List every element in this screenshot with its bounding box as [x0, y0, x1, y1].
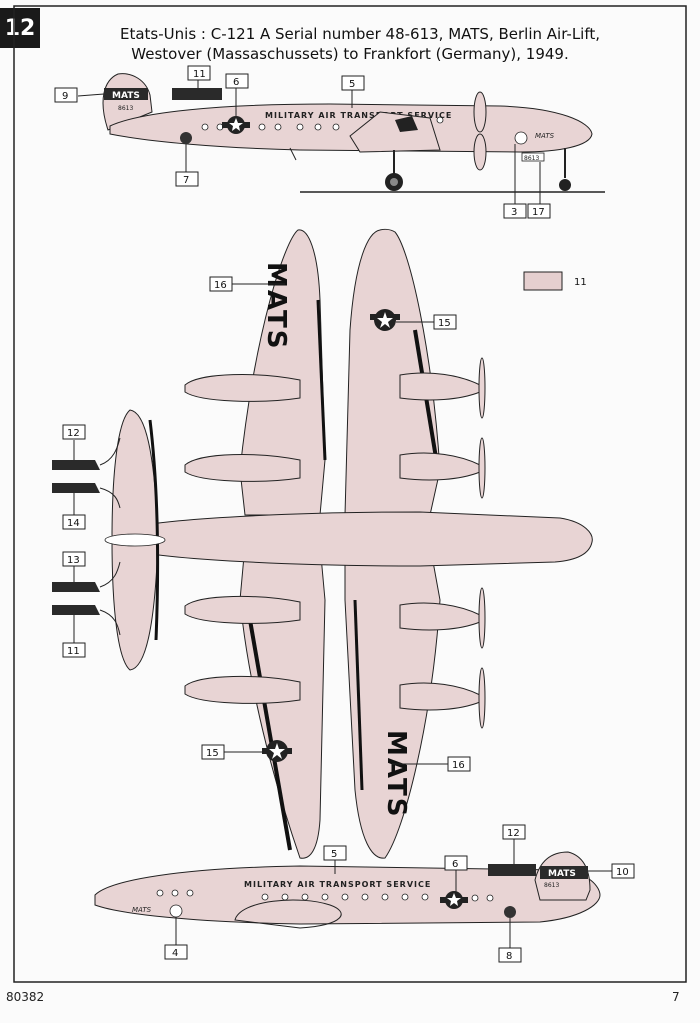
mats-emblem-icon	[504, 906, 516, 918]
wing-root-outline	[234, 899, 342, 929]
star-insignia	[222, 116, 250, 134]
fuselage-lettering: MILITARY AIR TRANSPORT SERVICE	[244, 880, 431, 889]
callout-6b: 6	[444, 855, 468, 892]
callout-11: 11	[187, 65, 211, 88]
svg-text:5: 5	[349, 79, 355, 90]
callout-13: 13	[62, 551, 121, 588]
tail-mats-text: MATS	[112, 91, 140, 101]
svg-text:6: 6	[452, 859, 458, 870]
wing-mats-lower: MATS	[381, 730, 411, 818]
svg-text:8: 8	[506, 951, 512, 962]
lower-wing-top	[344, 228, 441, 516]
product-code: 80382	[6, 990, 45, 1004]
mats-emblem-icon	[180, 132, 192, 144]
svg-text:17: 17	[532, 207, 545, 218]
callout-15: 15	[396, 314, 457, 330]
svg-text:4: 4	[172, 948, 178, 959]
page-frame	[13, 5, 687, 983]
decal-title: Etats-Unis : C-121 A Serial number 48-61…	[120, 24, 601, 64]
nose-mats-text: MATS	[132, 906, 152, 914]
engine-nacelles	[184, 372, 481, 711]
callout-5: 5	[341, 75, 365, 108]
callout-11b: 11	[62, 609, 121, 658]
star-insignia	[370, 309, 400, 331]
tail-stripe	[104, 88, 148, 100]
color-swatch-11	[523, 271, 563, 291]
step-number-badge: 12	[0, 8, 40, 48]
title-line-2: Westover (Massaschussets) to Frankfort (…	[131, 45, 569, 63]
cabin-windows	[156, 889, 494, 902]
stripe-13	[52, 582, 100, 592]
tail-serial-text: 8613	[544, 882, 559, 889]
callout-3: 3	[503, 144, 527, 219]
svg-text:5: 5	[331, 849, 337, 860]
callout-17: 17	[527, 162, 551, 219]
star-insignia	[262, 740, 292, 762]
mats-emblem-icon	[514, 131, 528, 145]
svg-text:3: 3	[511, 207, 517, 218]
callout-8: 8	[498, 918, 522, 963]
plan-view: MATS MATS	[52, 228, 593, 859]
svg-text:16: 16	[214, 280, 227, 291]
propeller-icon	[478, 357, 486, 729]
color-patch-11	[172, 88, 222, 100]
side-view-top: MATS 8613 MILITARY AIR TRANSPORT SERVICE…	[54, 65, 605, 219]
callout-5b: 5	[323, 845, 347, 874]
stripe-11	[52, 605, 100, 615]
callout-7: 7	[175, 144, 199, 187]
svg-text:13: 13	[67, 555, 80, 566]
nose-mats-text: MATS	[535, 132, 555, 140]
callout-12b: 12	[502, 824, 526, 864]
tail-mats-text: MATS	[548, 869, 576, 879]
propeller-icon	[473, 91, 487, 171]
svg-text:7: 7	[183, 175, 189, 186]
landing-gear	[289, 147, 571, 191]
mats-emblem-icon	[169, 904, 183, 918]
svg-text:11: 11	[67, 646, 80, 657]
svg-text:10: 10	[616, 867, 629, 878]
svg-text:11: 11	[193, 69, 206, 80]
callout-16b: 16	[392, 756, 471, 772]
svg-text:6: 6	[233, 77, 239, 88]
svg-text:14: 14	[67, 518, 80, 529]
star-insignia	[440, 891, 468, 909]
callout-6: 6	[225, 73, 249, 116]
tail-serial-text: 8613	[118, 105, 133, 112]
svg-text:15: 15	[438, 318, 451, 329]
fuselage-top-view	[109, 103, 593, 153]
title-line-1: Etats-Unis : C-121 A Serial number 48-61…	[120, 25, 601, 43]
nose-serial-text: 8613	[524, 155, 539, 162]
color-legend-label: 11	[574, 277, 587, 288]
svg-text:9: 9	[62, 91, 68, 102]
wing-mats-upper: MATS	[261, 262, 291, 350]
callout-9: 9	[54, 87, 105, 103]
stripe-12	[52, 460, 100, 470]
callout-14: 14	[62, 487, 121, 530]
svg-text:16: 16	[452, 760, 465, 771]
tail-stripe	[540, 866, 588, 879]
color-patch-12	[488, 864, 536, 876]
svg-text:15: 15	[206, 748, 219, 759]
color-legend: 11	[523, 271, 587, 291]
svg-text:12: 12	[507, 828, 520, 839]
stripe-14	[52, 483, 100, 493]
callout-15b: 15	[201, 744, 265, 760]
callout-4: 4	[164, 917, 188, 960]
callout-10: 10	[588, 863, 635, 879]
fuselage-plan	[119, 511, 593, 567]
callout-16: 16	[209, 276, 285, 292]
side-view-bottom: MATS 8613 MILITARY AIR TRANSPORT SERVICE…	[94, 824, 635, 963]
fuselage-lettering: MILITARY AIR TRANSPORT SERVICE	[265, 111, 452, 120]
tail-fin	[102, 73, 153, 131]
page-number: 7	[672, 990, 680, 1004]
callout-12: 12	[62, 424, 121, 466]
engine-nacelle	[349, 111, 441, 153]
svg-text:12: 12	[67, 428, 80, 439]
